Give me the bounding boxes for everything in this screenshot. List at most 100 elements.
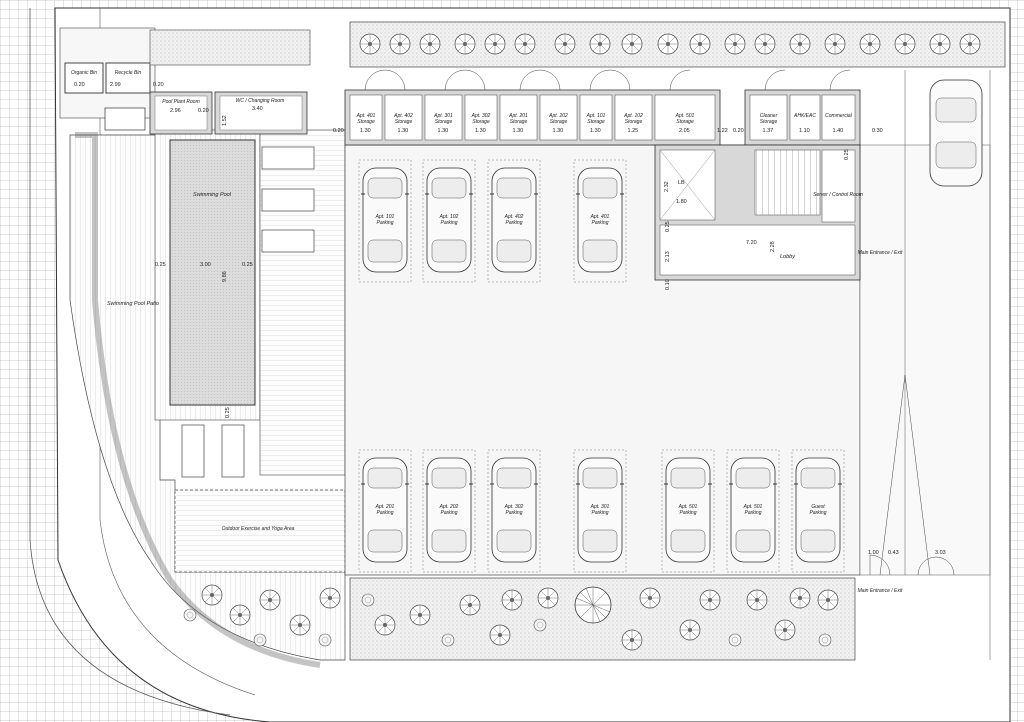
- recycle-bin-label: Recycle Bin: [115, 70, 142, 76]
- pool-plant-room-label: Pool Plant Room: [162, 99, 200, 105]
- storage-value: 1.30: [553, 128, 564, 134]
- dim-gap-020: 0.20: [733, 128, 744, 134]
- wc-changing-value: 3.40: [252, 106, 263, 112]
- storage-cell: [789, 94, 821, 141]
- bin-stand: [104, 107, 146, 131]
- inner-wall-line: [99, 8, 256, 696]
- dim-lobby-010: 0.10: [665, 279, 671, 290]
- wc-changing-label: WC / Changing Room: [236, 98, 285, 104]
- dim-lobby-720: 7.20: [746, 240, 757, 246]
- dim-pool-length: 9.86: [222, 271, 228, 282]
- lobby-room: [659, 224, 856, 276]
- pool-patio-deck: [69, 134, 346, 661]
- storage-value: 1.30: [590, 128, 601, 134]
- dim-pool-left: 0.25: [155, 262, 166, 268]
- storage-value: 1.30: [513, 128, 524, 134]
- organic-bin-box: [64, 62, 104, 94]
- storage-value: 1.30: [438, 128, 449, 134]
- dim-wall-010: 0.20: [198, 108, 209, 114]
- dim-gap-030: 0.30: [872, 128, 883, 134]
- storage-cell: [539, 94, 578, 141]
- storage-label: AHK/EAC: [793, 113, 816, 119]
- storage-cell: [384, 94, 423, 141]
- storage-cell: [349, 94, 383, 141]
- storage-value: 1.37: [763, 128, 774, 134]
- door-swings: [364, 69, 955, 576]
- dim-gate-100: 1.00: [868, 550, 879, 556]
- pool-plant-room-value: 2.96: [170, 108, 181, 114]
- storage-value: 1.30: [398, 128, 409, 134]
- pool-patio-label: Swimming Pool Patio: [107, 301, 159, 307]
- lobby-label: Lobby: [780, 254, 796, 260]
- storage-value: 1.40: [833, 128, 844, 134]
- exercise-area-label: Outdoor Exercise and Yoga Area: [222, 526, 295, 532]
- storage-cell: [614, 94, 653, 141]
- storage-cell: [821, 94, 856, 141]
- lift-label: LB: [678, 180, 685, 186]
- driveway: [859, 144, 991, 576]
- dim-pool-width: 3.00: [200, 262, 211, 268]
- dim-gate-043: 0.43: [888, 550, 899, 556]
- server-room: [821, 149, 856, 223]
- main-entrance-label-2: Main Entrance / Exit: [858, 588, 903, 594]
- entry-path: [149, 29, 311, 66]
- storage-value: 1.25: [628, 128, 639, 134]
- street-car: [929, 79, 983, 187]
- dim-wall-020: 0.20: [153, 82, 164, 88]
- dim-room-152: 1.52: [222, 115, 228, 126]
- organic-bin-label: Organic Bin: [71, 70, 97, 76]
- dim-storage-left: 0.20: [333, 128, 344, 134]
- planter-edge: [75, 132, 321, 668]
- main-entrance-label-1: Main Entrance / Exit: [858, 250, 903, 256]
- server-room-label: Server / Control Room: [813, 192, 863, 198]
- storage-value: 2.05: [679, 128, 690, 134]
- dim-gate-303: 3.03: [935, 550, 946, 556]
- storage-value: 1.30: [360, 128, 371, 134]
- kerb-line: [29, 8, 231, 716]
- ramp-lines: [879, 374, 931, 576]
- storage-cell: [654, 94, 716, 141]
- dim-server-025: 0.25: [844, 149, 850, 160]
- dim-pool-right: 0.25: [242, 262, 253, 268]
- storage-value: 1.10: [799, 128, 810, 134]
- storage-value: 1.30: [475, 128, 486, 134]
- storage-cell: [579, 94, 613, 141]
- outdoor-exercise-area: [174, 489, 346, 573]
- organic-bin-value: 0.20: [74, 82, 85, 88]
- swimming-pool-label: Swimming Pool: [193, 192, 232, 198]
- recycle-bin-value: 2.99: [110, 82, 121, 88]
- dim-lift-180: 1.80: [676, 199, 687, 205]
- dim-lift-232: 2.32: [664, 181, 670, 192]
- storage-cell: [749, 94, 788, 141]
- storage-cell: [499, 94, 538, 141]
